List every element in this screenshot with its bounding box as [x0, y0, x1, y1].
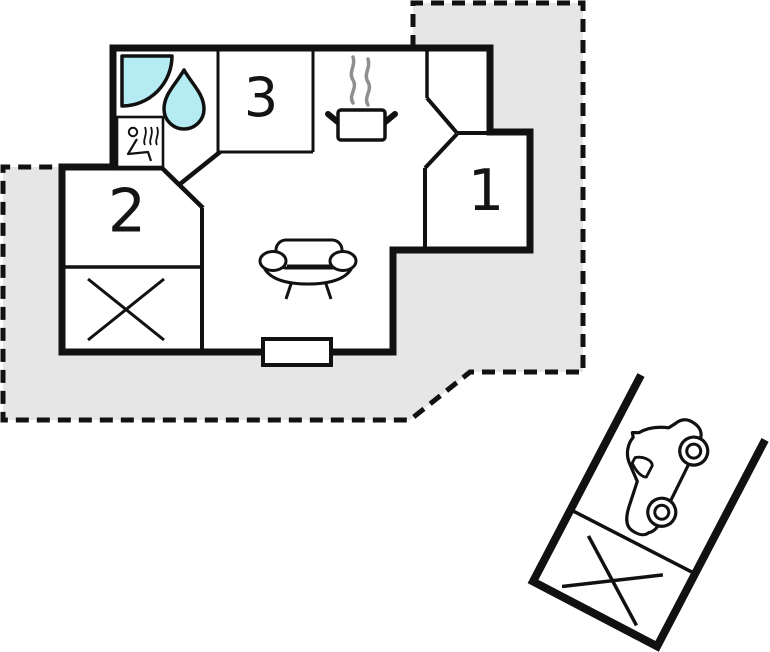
wall-room1-door-upper	[425, 96, 459, 135]
window-opening	[261, 337, 333, 367]
car-icon	[625, 418, 710, 537]
steam-line	[349, 55, 357, 105]
bathroom-fixtures	[115, 54, 206, 169]
wall-hall-diagonal	[160, 166, 205, 210]
no-access-cross-icon	[561, 535, 664, 627]
room-1-label: 1	[467, 158, 505, 225]
sofa-icon	[258, 238, 358, 300]
room-2-label: 2	[107, 176, 147, 247]
shower-quarter-circle-icon	[120, 54, 174, 108]
water-drop-icon	[162, 68, 206, 131]
cooking-pot-steam-icon	[325, 55, 398, 142]
wall-bath-door-diagonal	[178, 150, 222, 186]
plot-dashed-border	[0, 0, 586, 423]
steam-line	[364, 57, 372, 107]
wall-room1-door-lower	[423, 132, 459, 170]
sauna-person-heat-icon	[115, 115, 165, 169]
carport	[527, 373, 769, 652]
no-access-cross-icon	[87, 277, 165, 342]
carport-divider	[569, 508, 696, 576]
room-3-label: 3	[243, 65, 279, 129]
interior-walls	[62, 48, 490, 352]
